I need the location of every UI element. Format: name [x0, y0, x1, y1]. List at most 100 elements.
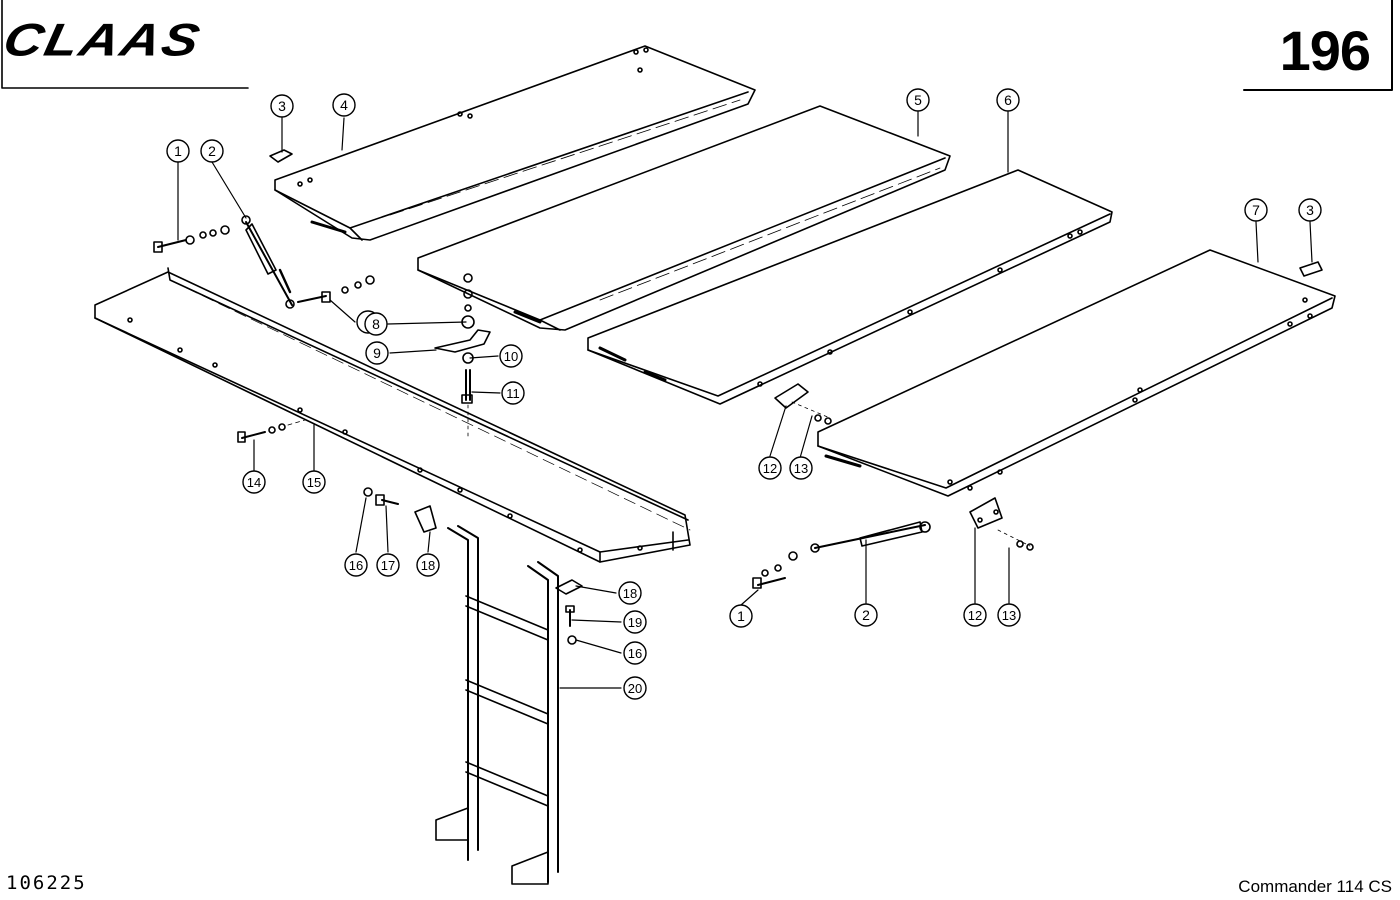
step-plate-3b: [1299, 261, 1323, 277]
callout-18: 18: [416, 553, 440, 577]
callout-16: 16: [623, 641, 647, 665]
bracket-set-left: [363, 487, 437, 533]
callout-label: 14: [247, 475, 261, 490]
callout-circle: [166, 139, 190, 163]
callout-1: 1: [729, 604, 753, 628]
callout-18: 18: [618, 581, 642, 605]
hinge-12b: [969, 497, 1034, 551]
callout-circle: [376, 553, 400, 577]
machine-model: Commander 114 CS: [1238, 877, 1392, 896]
callout-label: 3: [278, 98, 286, 114]
callout-circle: [623, 610, 647, 634]
header-rule-right: [1243, 0, 1393, 91]
callout-19: 19: [623, 610, 647, 634]
page-number: 196: [1279, 19, 1371, 82]
callout-layer: 1234567318910111415121316171818191620121…: [166, 88, 1322, 700]
callout-label: 4: [340, 97, 348, 113]
gas-strut-2-lower: [810, 521, 931, 553]
callout-label: 18: [421, 558, 435, 573]
callout-circle: [997, 603, 1021, 627]
callout-circle: [906, 88, 930, 112]
callout-2: 2: [854, 603, 878, 627]
callout-16: 16: [344, 553, 368, 577]
callout-label: 2: [862, 607, 870, 623]
callout-label: 13: [794, 461, 808, 476]
callout-label: 3: [1306, 202, 1314, 218]
callout-label: 10: [504, 349, 518, 364]
callout-circle: [499, 344, 523, 368]
callout-label: 7: [1252, 202, 1260, 218]
callout-circle: [623, 676, 647, 700]
callout-circle: [1244, 198, 1268, 222]
header-rule-left: [1, 0, 249, 89]
callout-2: 2: [200, 139, 224, 163]
callout-circle: [623, 641, 647, 665]
callout-17: 17: [376, 553, 400, 577]
ladder-20: [435, 525, 559, 885]
drawing-number: 106225: [6, 872, 87, 894]
callout-label: 12: [763, 461, 777, 476]
callout-circle: [365, 341, 389, 365]
callout-20: 20: [623, 676, 647, 700]
callout-label: 9: [373, 345, 381, 361]
callout-circle: [996, 88, 1020, 112]
callout-circle: [618, 581, 642, 605]
callout-circle: [1298, 198, 1322, 222]
hinge-12a: [774, 383, 832, 425]
platform-panel-5: [417, 105, 951, 331]
callout-5: 5: [906, 88, 930, 112]
side-rail-15: [94, 267, 691, 563]
callout-circle: [729, 604, 753, 628]
callout-circle: [758, 456, 782, 480]
callout-circle: [501, 381, 525, 405]
callout-6: 6: [996, 88, 1020, 112]
callout-14: 14: [242, 470, 266, 494]
callout-15: 15: [302, 470, 326, 494]
bolt-set-1b: [297, 275, 375, 303]
bolt-14: [237, 419, 306, 443]
bolt-set-1a: [153, 225, 230, 253]
callout-1: 1: [166, 139, 190, 163]
leader-lines: [177, 111, 1313, 689]
callout-label: 11: [506, 386, 520, 401]
step-plate-3a: [269, 149, 293, 163]
callout-label: 5: [914, 92, 922, 108]
callout-13: 13: [997, 603, 1021, 627]
callout-label: 13: [1002, 608, 1016, 623]
platform-panel-6: [587, 169, 1113, 405]
callout-circle: [242, 470, 266, 494]
callout-13: 13: [789, 456, 813, 480]
callout-label: 19: [628, 615, 642, 630]
callout-4: 4: [332, 93, 356, 117]
callout-label: 17: [381, 558, 395, 573]
callout-3: 3: [1298, 198, 1322, 222]
callout-label: 2: [208, 143, 216, 159]
callout-12: 12: [758, 456, 782, 480]
callout-label: 1: [174, 143, 182, 159]
callout-label: 16: [349, 558, 363, 573]
callout-label: 16: [628, 646, 642, 661]
callout-label: 8: [372, 316, 380, 332]
callout-label: 20: [628, 681, 642, 696]
callout-8: 8: [364, 312, 388, 336]
callout-3: 3: [270, 94, 294, 118]
hinge-hardware-stack: [434, 273, 491, 439]
callout-circle: [854, 603, 878, 627]
callout-circle: [364, 312, 388, 336]
callout-label: 15: [307, 475, 321, 490]
callout-label: 1: [737, 608, 745, 624]
callout-9: 9: [365, 341, 389, 365]
callout-7: 7: [1244, 198, 1268, 222]
callout-label: 18: [623, 586, 637, 601]
callout-label: 6: [1004, 92, 1012, 108]
callout-circle: [963, 603, 987, 627]
callout-circle: [302, 470, 326, 494]
callout-circle: [416, 553, 440, 577]
callout-label: 12: [968, 608, 982, 623]
callout-11: 11: [501, 381, 525, 405]
platform-panel-4: [274, 45, 756, 241]
callout-10: 10: [499, 344, 523, 368]
callout-circle: [789, 456, 813, 480]
